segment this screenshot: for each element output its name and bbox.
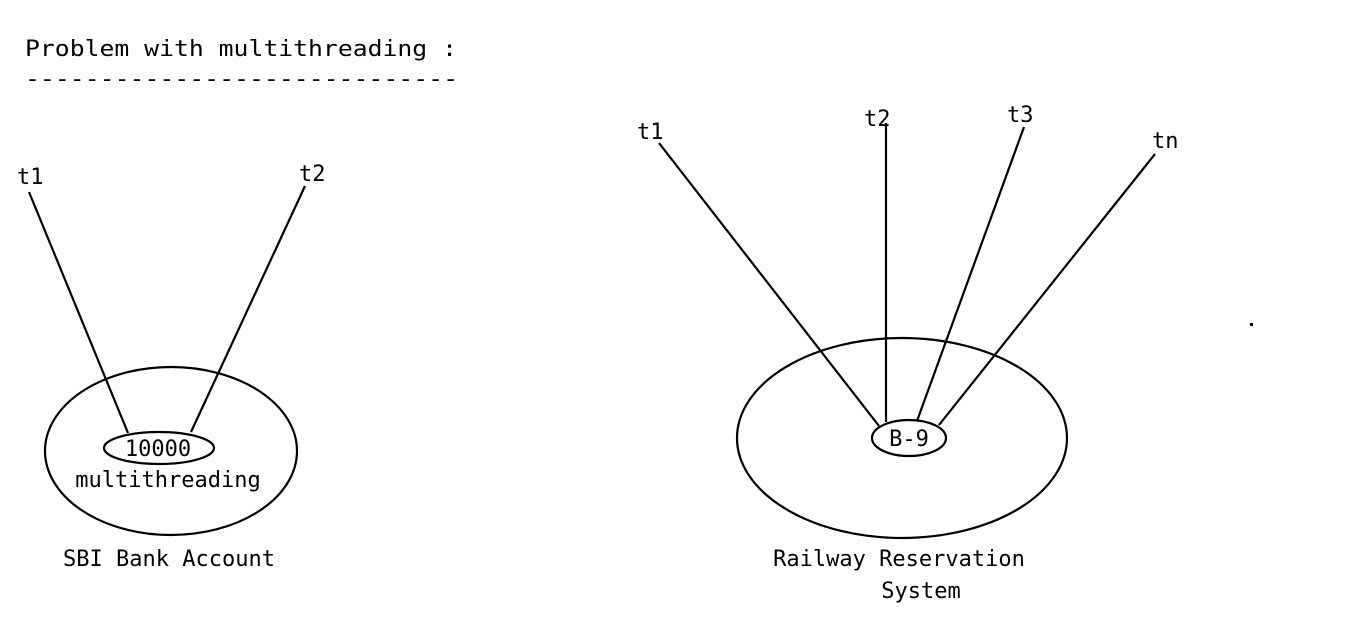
bank-thread-line-t1 bbox=[27, 191, 130, 434]
bank-thread-label-t1: t1 bbox=[17, 165, 44, 190]
railway-berth-value: B-9 bbox=[889, 427, 929, 452]
railway-thread-line-t3 bbox=[915, 126, 1026, 422]
railway-thread-line-tn bbox=[938, 153, 1156, 426]
railway-caption-line2: System bbox=[881, 579, 960, 604]
stray-dot-mark bbox=[1250, 323, 1253, 326]
railway-berth-node bbox=[870, 418, 948, 458]
railway-thread-label-t3: t3 bbox=[1007, 103, 1034, 128]
bank-account-boundary bbox=[43, 365, 299, 537]
railway-thread-label-t1: t1 bbox=[637, 120, 664, 145]
railway-system-boundary bbox=[735, 336, 1069, 540]
bank-balance-node bbox=[102, 430, 216, 466]
bank-balance-value: 10000 bbox=[125, 437, 191, 462]
railway-thread-line-t1 bbox=[658, 142, 880, 427]
bank-caption: SBI Bank Account bbox=[63, 547, 275, 572]
railway-thread-label-tn: tn bbox=[1152, 129, 1179, 154]
heading: Problem with multithreading : ----------… bbox=[25, 37, 458, 92]
railway-caption-line1: Railway Reservation bbox=[773, 547, 1025, 572]
heading-title: Problem with multithreading : bbox=[25, 37, 457, 62]
railway-thread-label-t2: t2 bbox=[864, 107, 891, 132]
heading-underline: ----------------------------- bbox=[25, 67, 458, 92]
bank-thread-label-t2: t2 bbox=[299, 162, 326, 187]
railway-reservation-diagram: t1 t2 t3 tn B-9 Railway Reservation Syst… bbox=[637, 103, 1179, 604]
bank-account-diagram: t1 t2 10000 multithreading SBI Bank Acco… bbox=[17, 162, 326, 572]
bank-thread-line-t2 bbox=[190, 185, 306, 433]
bank-inner-label: multithreading bbox=[75, 468, 260, 493]
